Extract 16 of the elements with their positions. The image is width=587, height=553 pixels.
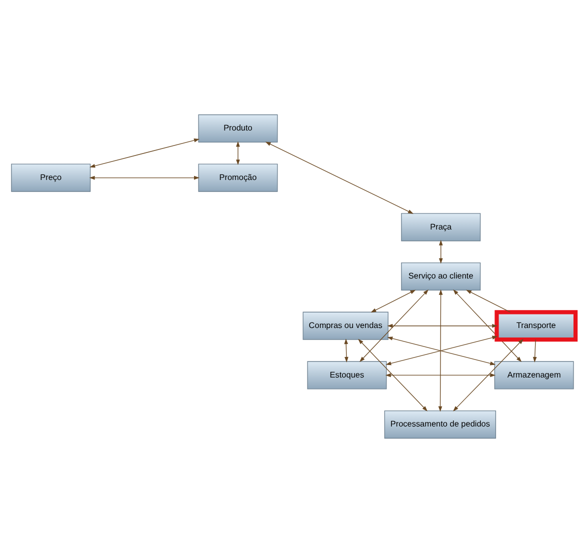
arrow [90,138,200,168]
arrow [370,290,416,313]
arrow [532,339,537,362]
arrow [385,373,496,378]
arrow [387,324,498,328]
arrow [265,142,414,214]
arrow [438,240,443,264]
arrow [89,176,200,180]
arrow [344,338,348,362]
arrow [360,289,429,362]
arrow [453,338,524,412]
arrow [438,289,443,412]
arrow [236,141,240,166]
arrow [466,290,510,312]
arrow [358,338,428,412]
arrow [453,289,522,362]
